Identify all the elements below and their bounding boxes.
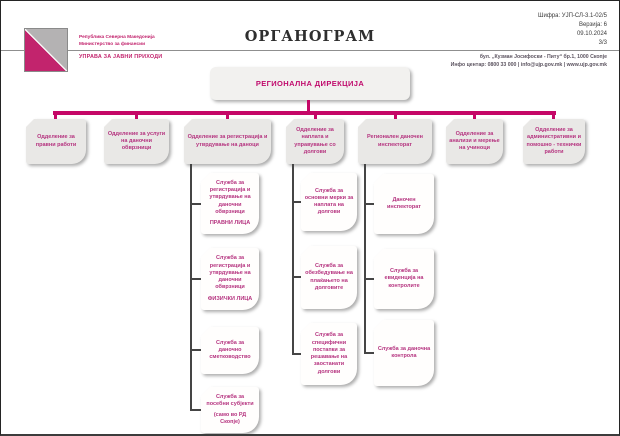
connector-drop xyxy=(54,111,57,119)
logo-ministry-line: Министерство за финансии xyxy=(79,41,146,47)
connector-stub xyxy=(190,203,201,205)
org-node-label: Регионален даночен инспекторат xyxy=(366,134,423,148)
org-node-registration-legal-entities: Служба за регистрација и утврдување на д… xyxy=(201,173,259,234)
doc-date: 09.10.2024 xyxy=(576,31,607,37)
org-node-specific-procedures-arrears: Служба за специфични постапки за решавањ… xyxy=(301,323,357,385)
org-node-label: Даночен инспекторат xyxy=(387,196,421,210)
org-node-collection-debt: Одделение за наплата и управување со дол… xyxy=(286,119,344,164)
org-node-tax-accounting: Служба за даночно сметководство xyxy=(201,327,259,374)
org-node-label: Служба за регистрација и утврдување на д… xyxy=(209,179,251,215)
connector-drop xyxy=(135,111,138,119)
org-node-label: Служба за посебни субјекти xyxy=(206,393,254,407)
org-node-special-subjects: Служба за посебни субјекти (само во РД С… xyxy=(201,387,259,433)
connector-root-stem xyxy=(307,100,310,111)
page-title: ОРГАНОГРАМ xyxy=(244,28,376,45)
connector-bus xyxy=(53,111,556,115)
org-node-label: Служба за регистрација и утврдување на д… xyxy=(209,255,251,291)
org-node-label: Одделение за наплата и управување со дол… xyxy=(294,127,336,155)
org-node-sublabel: (само во РД Скопје) xyxy=(213,412,247,426)
org-node-taxpayer-services: Одделение за услуги на даночни обврзници xyxy=(104,119,169,164)
connector-drop xyxy=(394,111,397,119)
connector-stub xyxy=(190,349,201,351)
org-node-legal-affairs: Одделение за правни работи xyxy=(26,119,86,164)
connector-stub xyxy=(364,203,374,205)
logo-country-line: Република Северна Македонија xyxy=(79,35,155,40)
logo-org-lines: Република Северна Македонија Министерств… xyxy=(79,35,155,48)
connector-drop xyxy=(473,111,476,119)
org-node-tax-control: Служба за даночна контрола xyxy=(374,320,434,386)
connector-spine-inspectorate xyxy=(364,164,366,354)
org-node-label: РЕГИОНАЛНА ДИРЕКЦИЈА xyxy=(255,79,365,88)
org-node-control-records: Служба за евиденција на контролите xyxy=(374,249,434,309)
document-meta: Шифра: УЈП-СЛ-3.1-02/5 Верзија: 6 09.10.… xyxy=(538,12,607,48)
contact-line: Инфо центар: 0800 33 000 | info@ujp.gov.… xyxy=(450,61,607,68)
connector-drop xyxy=(226,111,229,119)
org-node-basic-collection-measures: Служба за основни мерки за наплата на до… xyxy=(301,173,357,231)
doc-page-number: 3/3 xyxy=(598,40,607,46)
doc-code: Шифра: УЈП-СЛ-3.1-02/5 xyxy=(537,13,607,19)
ujp-logo-icon xyxy=(24,28,68,72)
org-node-registration-assessment: Одделение за регистрација и утврдување н… xyxy=(184,119,271,164)
org-node-sublabel: ФИЗИЧКИ ЛИЦА xyxy=(207,295,253,302)
connector-spine-registration xyxy=(190,164,192,411)
connector-stub xyxy=(190,409,201,411)
connector-stub xyxy=(364,352,374,354)
connector-stub xyxy=(292,201,301,203)
connector-stub xyxy=(292,276,301,278)
connector-spine-collection xyxy=(292,164,294,355)
org-node-label: Одделение за регистрација и утврдување н… xyxy=(187,134,268,148)
contact-block: бул. „Кузман Јосифоски - Питу“ бр.1, 100… xyxy=(451,54,607,69)
connector-stub xyxy=(190,278,201,280)
org-node-label: Одделение за административни и помошно -… xyxy=(526,127,582,155)
org-node-label: Служба за даночна контрола xyxy=(377,345,431,359)
org-node-label: Одделение за услуги на даночни обврзници xyxy=(107,130,166,152)
org-node-label: Служба за специфични постапки за решавањ… xyxy=(310,332,348,375)
org-node-shape: РЕГИОНАЛНА ДИРЕКЦИЈА xyxy=(210,67,410,100)
logo-org-name: УПРАВА ЗА ЈАВНИ ПРИХОДИ xyxy=(79,54,163,60)
address-line: бул. „Кузман Јосифоски - Питу“ бр.1, 100… xyxy=(479,54,607,60)
doc-version: Верзија: 6 xyxy=(578,22,607,28)
header-divider-line xyxy=(1,50,619,51)
org-node-admin-technical: Одделение за административни и помошно -… xyxy=(523,119,585,164)
connector-drop xyxy=(314,111,317,119)
org-node-regional-directorate: РЕГИОНАЛНА ДИРЕКЦИЈА xyxy=(210,67,410,100)
org-node-sublabel: ПРАВНИ ЛИЦА xyxy=(209,220,251,227)
org-node-analysis-performance: Одделение за анализи и мерење на учиноци xyxy=(446,119,503,164)
org-node-label: Служба за евиденција на контролите xyxy=(384,268,424,289)
org-node-debt-payment-security: Служба за обезбедување на плаќањето на д… xyxy=(301,246,357,309)
org-node-label: Служба за даночно сметководство xyxy=(209,339,251,361)
org-node-label: Служба за обезбедување на плаќањето на д… xyxy=(305,263,353,291)
org-node-label: Одделение за анализи и мерење на учиноци xyxy=(449,130,500,152)
connector-stub xyxy=(364,278,374,280)
org-node-label: Служба за основни мерки за наплата на до… xyxy=(304,187,354,216)
org-node-tax-inspectorate: Даночен инспекторат xyxy=(374,174,434,234)
org-node-label: Одделение за правни работи xyxy=(35,134,77,148)
org-node-regional-tax-inspectorate: Регионален даночен инспекторат xyxy=(358,119,432,164)
connector-drop xyxy=(552,111,555,119)
org-node-registration-individuals: Служба за регистрација и утврдување на д… xyxy=(201,248,259,310)
connector-stub xyxy=(292,353,301,355)
